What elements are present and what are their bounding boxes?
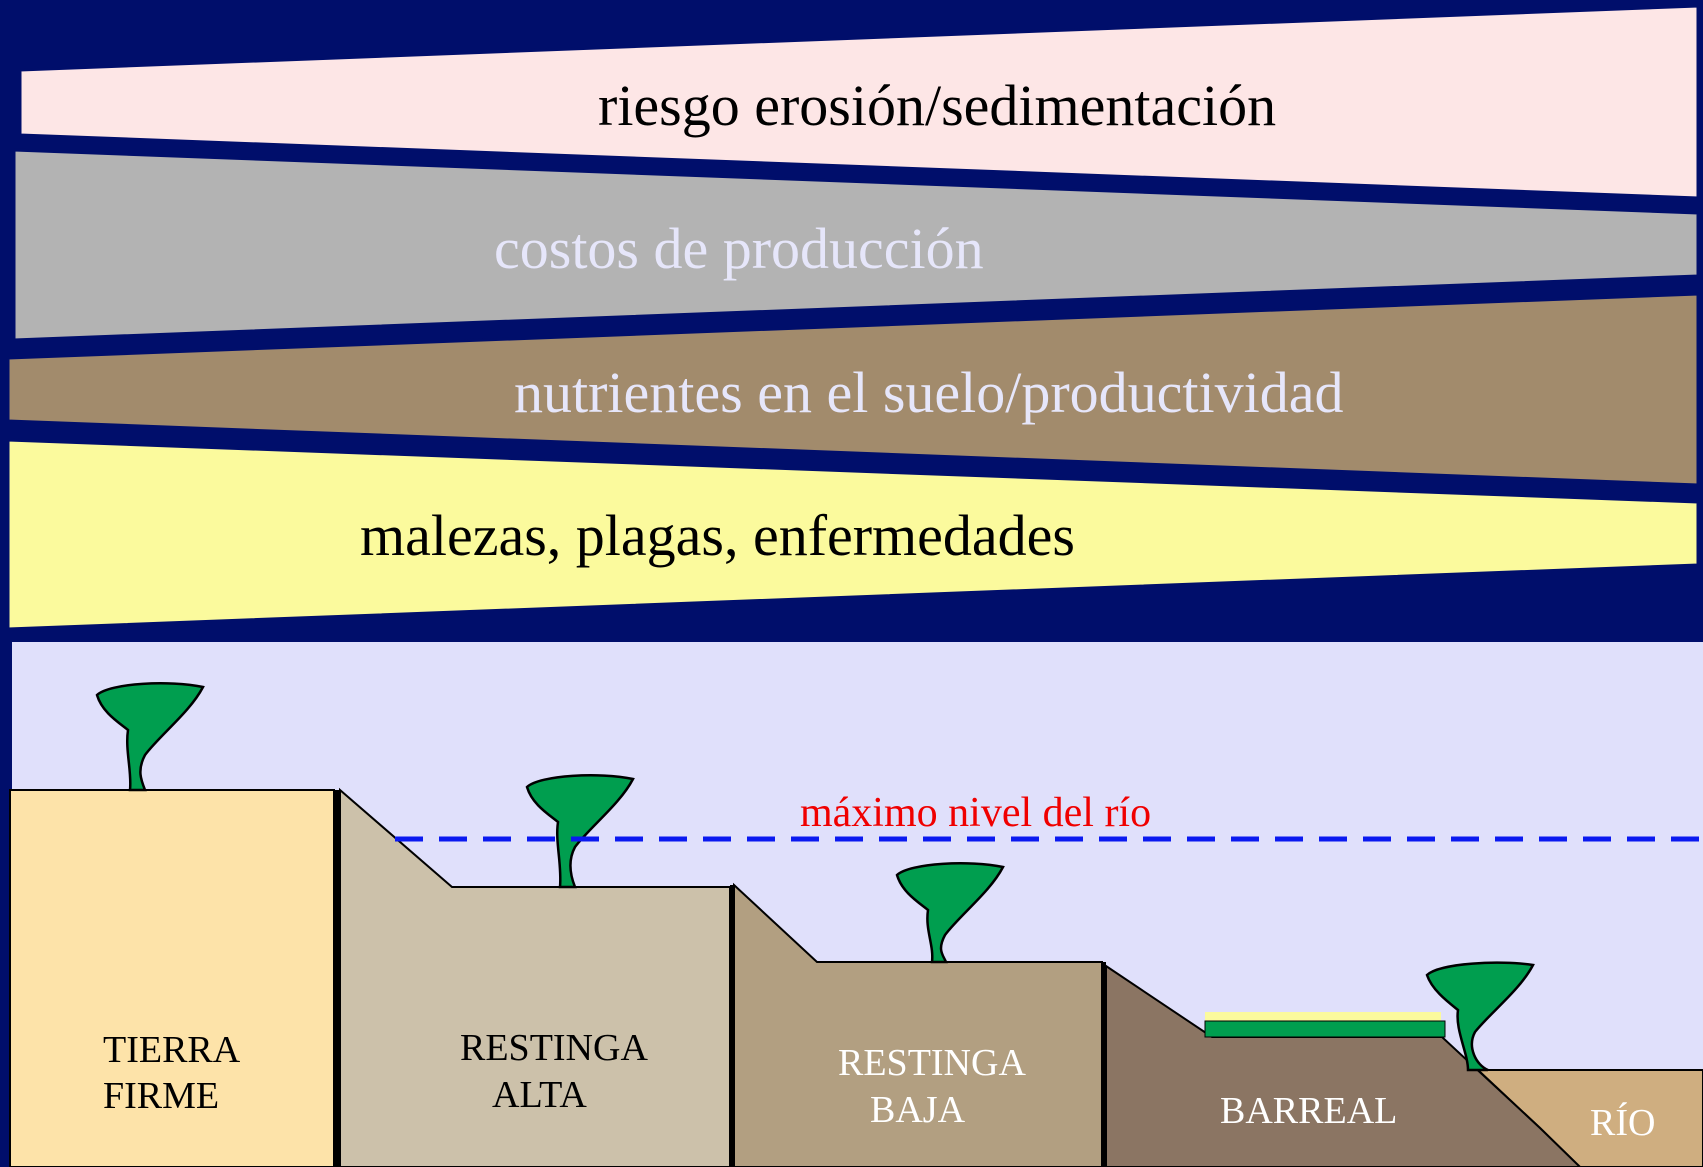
label-restinga-alta-line2: ALTA bbox=[492, 1074, 587, 1116]
label-tierra-firme-line2: FIRME bbox=[103, 1075, 219, 1117]
label-restinga-baja: RESTINGA BAJA bbox=[838, 1042, 1033, 1131]
label-restinga-baja-line1: RESTINGA bbox=[838, 1042, 1026, 1084]
banner-costos: costos de producción bbox=[12, 148, 1700, 342]
tree-icon bbox=[95, 682, 205, 792]
tree-icon-restinga-baja bbox=[895, 862, 1005, 964]
banner-nutrientes-label: nutrientes en el suelo/productividad bbox=[514, 360, 1344, 425]
banner-nutrientes-shape bbox=[6, 292, 1700, 487]
terrain-tierra-firme bbox=[9, 789, 335, 1167]
banner-nutrientes: nutrientes en el suelo/productividad bbox=[6, 292, 1700, 487]
banner-malezas-shape bbox=[6, 438, 1700, 631]
banner-malezas-label: malezas, plagas, enfermedades bbox=[360, 503, 1075, 568]
label-tierra-firme: TIERRA FIRME bbox=[103, 1029, 248, 1117]
banner-erosion: riesgo erosión/sedimentación bbox=[18, 4, 1700, 200]
crop-strip-bottom bbox=[1204, 1020, 1446, 1038]
crop-strip-top bbox=[1205, 1012, 1441, 1021]
tree-icon-tierra-firme bbox=[95, 682, 205, 792]
banner-malezas: malezas, plagas, enfermedades bbox=[6, 438, 1700, 631]
label-tierra-firme-line1: TIERRA bbox=[103, 1029, 241, 1071]
banner-costos-label: costos de producción bbox=[494, 216, 984, 281]
label-restinga-baja-line2: BAJA bbox=[870, 1089, 966, 1131]
label-barreal: BARREAL bbox=[1220, 1090, 1397, 1132]
tree-icon-barreal bbox=[1425, 961, 1535, 1072]
tree-icon bbox=[1425, 961, 1535, 1072]
label-restinga-alta: RESTINGA ALTA bbox=[460, 1027, 655, 1116]
banner-erosion-label: riesgo erosión/sedimentación bbox=[598, 73, 1276, 138]
label-restinga-alta-line1: RESTINGA bbox=[460, 1027, 648, 1069]
river-level-label: máximo nivel del río bbox=[800, 790, 1151, 836]
tree-icon bbox=[525, 774, 635, 889]
banner-erosion-shape bbox=[18, 4, 1700, 200]
label-rio: RÍO bbox=[1590, 1102, 1655, 1144]
banner-costos-shape bbox=[12, 148, 1700, 342]
tree-icon-restinga-alta bbox=[525, 774, 635, 889]
tree-icon bbox=[895, 862, 1005, 964]
